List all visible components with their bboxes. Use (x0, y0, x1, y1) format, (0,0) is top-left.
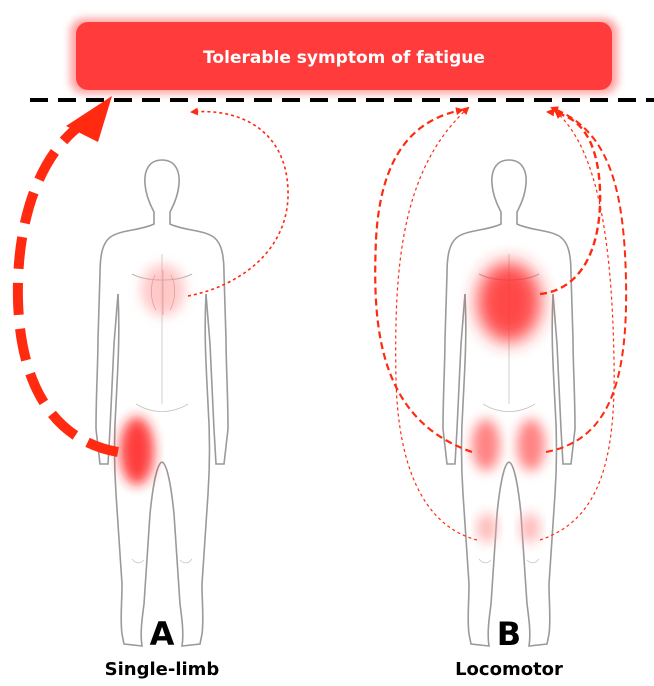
panel-a-letter: A (150, 615, 175, 653)
banner-label: Tolerable symptom of fatigue (203, 48, 485, 68)
panel-b: B Locomotor (375, 108, 626, 680)
body-figure-a (96, 160, 228, 646)
panel-b-subtitle: Locomotor (455, 659, 563, 680)
left-thigh-fatigue-region-b (472, 419, 500, 471)
left-calf-feedback-arrow-b (396, 108, 477, 540)
panel-a-subtitle: Single-limb (105, 659, 220, 680)
left-calf-fatigue-region-b (477, 513, 497, 543)
right-calf-feedback-arrow-b (540, 112, 614, 540)
left-thigh-feedback-arrow-b (375, 110, 472, 452)
thigh-fatigue-region-a (120, 417, 154, 485)
chest-fatigue-region-b (477, 262, 541, 342)
right-thigh-fatigue-region-b (517, 419, 545, 471)
panel-b-letter: B (497, 615, 521, 653)
right-calf-fatigue-region-b (520, 513, 540, 543)
chest-feedback-arrow-a (188, 112, 288, 296)
thigh-feedback-arrow-a (18, 120, 118, 452)
panel-a: A Single-limb (18, 96, 288, 680)
fatigue-banner: Tolerable symptom of fatigue (70, 18, 618, 94)
body-figure-b (443, 160, 575, 646)
